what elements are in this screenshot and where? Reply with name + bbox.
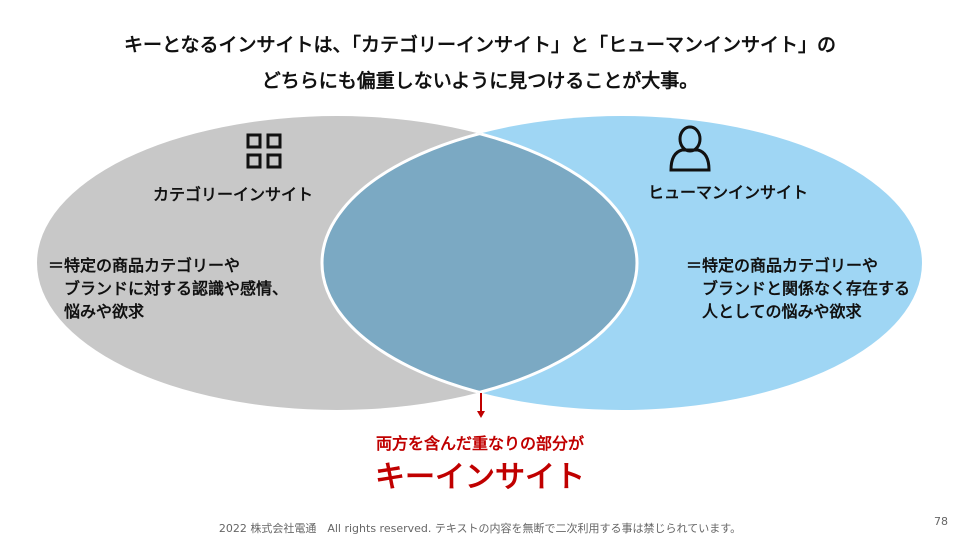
description-line: ブランドと関係なく存在する <box>686 279 911 298</box>
key-insight-title: キーインサイト <box>375 460 585 495</box>
key-insight-caption: 両方を含んだ重なりの部分が <box>375 434 584 453</box>
human-insight-description: ＝特定の商品カテゴリーや ブランドと関係なく存在する 人としての悩みや欲求 <box>686 254 910 323</box>
human-insight-label: ヒューマンインサイト <box>648 183 809 202</box>
category-insight-description: ＝特定の商品カテゴリーや ブランドに対する認識や感情、 悩みや欲求 <box>48 254 288 323</box>
key-insight-overlap <box>322 116 637 410</box>
arrow-down-icon <box>477 393 485 418</box>
grid-icon <box>246 133 282 169</box>
description-line: 人としての悩みや欲求 <box>686 302 862 321</box>
description-line: ＝特定の商品カテゴリーや <box>48 256 241 275</box>
slide-title-line-2: どちらにも偏重しないように見つけることが大事。 <box>261 70 699 92</box>
description-line: ブランドに対する認識や感情、 <box>48 279 289 298</box>
description-line: ＝特定の商品カテゴリーや <box>686 256 879 275</box>
description-line: 悩みや欲求 <box>48 302 145 321</box>
slide-title-line-1: キーとなるインサイトは、「カテゴリーインサイト」と「ヒューマンインサイト」の <box>124 34 836 56</box>
copyright-footer: 2022 株式会社電通 All rights reserved. テキストの内容… <box>218 522 742 535</box>
person-icon <box>669 125 711 172</box>
category-insight-label: カテゴリーインサイト <box>153 185 314 204</box>
page-number: 78 <box>934 515 948 528</box>
